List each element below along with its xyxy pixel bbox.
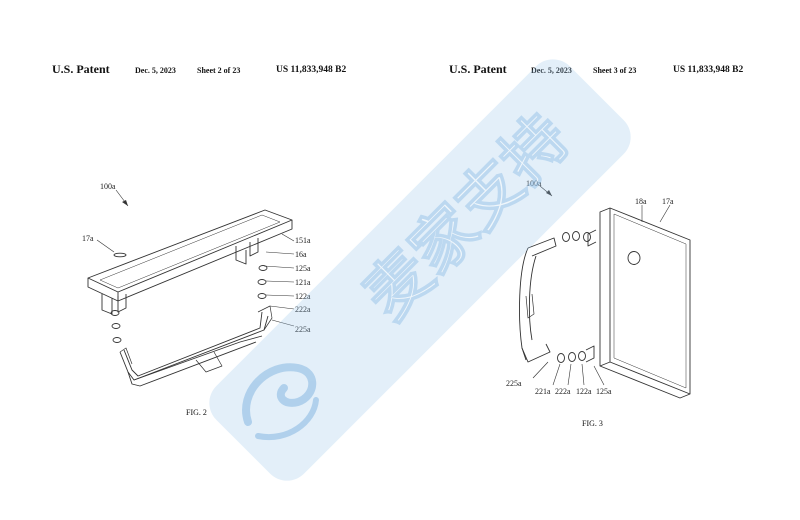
patent-label: U.S. Patent bbox=[52, 62, 110, 76]
ref-label: 225a bbox=[506, 379, 522, 388]
ref-label: 122a bbox=[576, 387, 592, 396]
figure-caption: FIG. 2 bbox=[186, 408, 207, 417]
ref-label: 122a bbox=[295, 292, 311, 301]
ref-label: 151a bbox=[295, 236, 311, 245]
assembly-ref: 100a bbox=[100, 182, 116, 191]
ref-label: 222a bbox=[295, 305, 311, 314]
sheet-number: Sheet 2 of 23 bbox=[197, 66, 241, 75]
ref-label: 17a bbox=[82, 234, 94, 243]
ref-label: 222a bbox=[555, 387, 571, 396]
sheet-number: Sheet 3 of 23 bbox=[593, 66, 637, 75]
ref-label: 16a bbox=[295, 250, 307, 259]
patent-number: US 11,833,948 B2 bbox=[276, 65, 347, 75]
patent-date: Dec. 5, 2023 bbox=[135, 66, 176, 75]
ref-label: 121a bbox=[295, 278, 311, 287]
patent-number: US 11,833,948 B2 bbox=[673, 65, 744, 75]
ref-label: 125a bbox=[596, 387, 612, 396]
patent-label: U.S. Patent bbox=[449, 62, 507, 76]
figure-2-drawing: 100a 17a 151a 16a 125a 121a 122a 222a 22… bbox=[82, 182, 311, 387]
ref-label: 225a bbox=[295, 325, 311, 334]
assembly-ref: 100a bbox=[526, 179, 542, 188]
ref-label: 18a bbox=[635, 197, 647, 206]
patent-sheet-right: U.S. Patent Dec. 5, 2023 Sheet 3 of 23 U… bbox=[400, 0, 800, 520]
figure-caption: FIG. 3 bbox=[582, 419, 603, 428]
patent-sheet-left: U.S. Patent Dec. 5, 2023 Sheet 2 of 23 U… bbox=[52, 62, 347, 417]
figure-3-drawing: 100a 18a 17a 225a 221a 222a 122a 125a bbox=[506, 179, 691, 399]
ref-label: 17a bbox=[662, 197, 674, 206]
patent-date: Dec. 5, 2023 bbox=[531, 66, 572, 75]
ref-label: 221a bbox=[535, 387, 551, 396]
ref-label: 125a bbox=[295, 264, 311, 273]
